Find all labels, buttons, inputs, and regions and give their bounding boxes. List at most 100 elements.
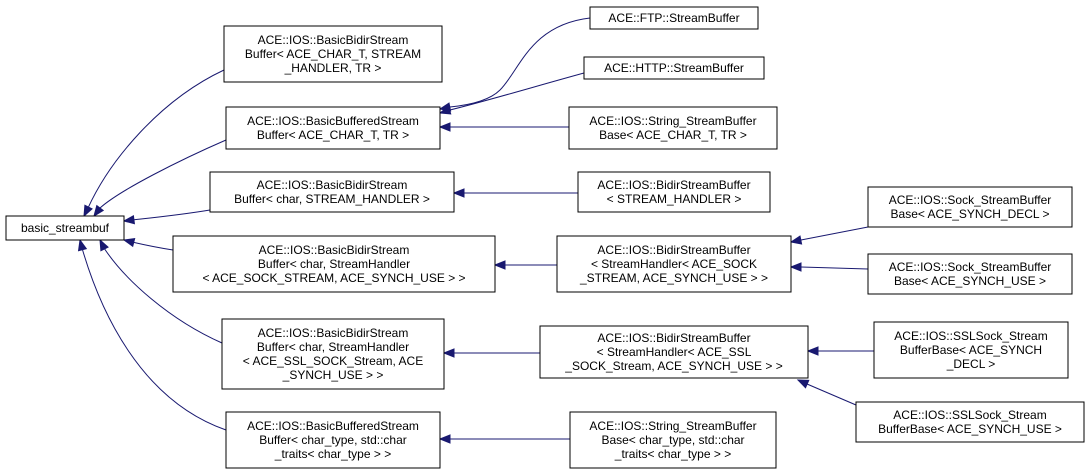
class-node-label: ACE::IOS::BasicBidirStream bbox=[258, 33, 409, 47]
edge-line bbox=[449, 17, 591, 108]
inheritance-edge-string_ace_char-to-buffered_ace_char bbox=[438, 122, 569, 132]
class-node-label: Buffer< char, StreamHandler bbox=[257, 340, 409, 354]
class-node-label: ACE::IOS::BasicBidirStream bbox=[258, 326, 409, 340]
edge-arrowhead bbox=[438, 434, 451, 444]
class-node-label: ACE::IOS::BidirStreamBuffer bbox=[597, 178, 750, 192]
class-node-label: ACE::IOS::BasicBidirStream bbox=[259, 243, 410, 257]
class-node-label: Base< ACE_SYNCH_DECL > bbox=[891, 207, 1050, 221]
inheritance-edge-bidir_char_stream_handler-to-basic_streambuf bbox=[122, 209, 211, 225]
class-node-label: ACE::FTP::StreamBuffer bbox=[608, 11, 739, 25]
edge-line bbox=[800, 266, 869, 270]
class-node-label: ACE::HTTP::StreamBuffer bbox=[604, 61, 744, 75]
class-node-bidir-ssl[interactable]: ACE::IOS::BidirStreamBuffer< StreamHandl… bbox=[539, 325, 809, 379]
class-node-label: Base< ACE_CHAR_T, TR > bbox=[599, 128, 747, 142]
class-node-label: Buffer< ACE_CHAR_T, STREAM bbox=[245, 47, 421, 61]
class-node-box bbox=[556, 235, 792, 293]
class-node-label: ACE::IOS::BasicBidirStream bbox=[257, 178, 408, 192]
edge-arrowhead bbox=[83, 204, 93, 218]
edge-arrowhead bbox=[796, 379, 810, 389]
inheritance-edge-ssl_use-to-bidir_ssl bbox=[796, 379, 857, 406]
class-node-basic-streambuf[interactable]: basic_streambuf bbox=[5, 215, 125, 241]
edge-line bbox=[449, 72, 585, 111]
class-node-label: ACE::IOS::String_StreamBuffer bbox=[589, 419, 756, 433]
class-node-box bbox=[577, 171, 771, 213]
class-node-box bbox=[225, 106, 441, 150]
class-node-label: ACE::IOS::SSLSock_Stream bbox=[894, 329, 1047, 343]
edge-line bbox=[800, 226, 869, 241]
edge-line bbox=[131, 209, 211, 221]
class-node-label: Buffer< ACE_CHAR_T, TR > bbox=[257, 128, 409, 142]
edge-arrowhead bbox=[493, 260, 506, 270]
class-node-box bbox=[867, 186, 1073, 228]
class-node-box bbox=[5, 215, 125, 241]
class-node-label: _STREAM, ACE_SYNCH_USE > > bbox=[579, 271, 768, 285]
inheritance-edge-string_char_type-to-buffered_char_type bbox=[438, 434, 570, 444]
class-node-ftp-stream[interactable]: ACE::FTP::StreamBuffer bbox=[589, 6, 759, 30]
inheritance-edge-bidir_ssl-to-bidir_char_ssl bbox=[442, 348, 540, 358]
class-node-box bbox=[855, 401, 1085, 443]
inheritance-edge-bidir_ace_char_stream-to-basic_streambuf bbox=[83, 69, 225, 218]
edge-line bbox=[99, 139, 227, 209]
class-node-http-stream[interactable]: ACE::HTTP::StreamBuffer bbox=[583, 56, 765, 80]
edge-line bbox=[131, 241, 174, 251]
edge-arrowhead bbox=[122, 237, 136, 248]
class-node-box bbox=[569, 411, 777, 469]
class-node-box bbox=[589, 6, 759, 30]
class-node-box bbox=[867, 253, 1073, 295]
inheritance-edge-bidir_stream_handler-to-bidir_char_stream_handler bbox=[452, 188, 578, 198]
edge-line bbox=[87, 69, 225, 209]
class-node-label: ACE::IOS::BasicBufferedStream bbox=[247, 114, 419, 128]
edge-arrowhead bbox=[806, 346, 819, 356]
class-node-bidir-stream-handler[interactable]: ACE::IOS::BidirStreamBuffer< STREAM_HAND… bbox=[577, 171, 771, 213]
inheritance-edge-sock_use-to-bidir_sock bbox=[789, 262, 869, 272]
edge-arrowhead bbox=[122, 214, 136, 225]
inheritance-edge-buffered_char_type-to-basic_streambuf bbox=[77, 238, 227, 431]
class-node-box bbox=[172, 235, 496, 293]
edge-arrowhead bbox=[99, 238, 109, 252]
edge-arrowhead bbox=[93, 204, 105, 218]
edge-arrowhead bbox=[438, 105, 452, 115]
edge-line bbox=[806, 383, 857, 406]
class-node-label: Buffer< char_type, std::char bbox=[259, 433, 407, 447]
class-node-bidir-sock[interactable]: ACE::IOS::BidirStreamBuffer< StreamHandl… bbox=[556, 235, 792, 293]
class-node-label: basic_streambuf bbox=[21, 221, 110, 235]
class-node-label: < ACE_SOCK_STREAM, ACE_SYNCH_USE > > bbox=[202, 271, 465, 285]
edges bbox=[77, 17, 874, 444]
class-node-label: _traits< char_type > > bbox=[614, 447, 731, 461]
class-node-label: Buffer< char, StreamHandler bbox=[258, 257, 410, 271]
class-node-label: Base< ACE_SYNCH_USE > bbox=[894, 274, 1046, 288]
class-node-label: ACE::IOS::String_StreamBuffer bbox=[589, 114, 756, 128]
class-node-label: _HANDLER, TR > bbox=[284, 61, 382, 75]
class-node-label: _SOCK_Stream, ACE_SYNCH_USE > > bbox=[564, 359, 782, 373]
class-node-label: _DECL > bbox=[946, 357, 996, 371]
class-node-label: ACE::IOS::BasicBufferedStream bbox=[247, 419, 419, 433]
edge-arrowhead bbox=[452, 188, 465, 198]
inheritance-edge-http_stream-to-buffered_ace_char bbox=[438, 72, 585, 115]
inheritance-edge-sock_decl-to-bidir_sock bbox=[789, 226, 869, 245]
edge-arrowhead bbox=[442, 348, 455, 358]
class-node-label: Buffer< char, STREAM_HANDLER > bbox=[234, 192, 430, 206]
class-node-box bbox=[223, 25, 443, 83]
edge-line bbox=[103, 247, 223, 344]
class-node-box bbox=[225, 411, 441, 469]
inheritance-edge-bidir_char_ssl-to-basic_streambuf bbox=[99, 238, 223, 344]
class-node-label: _traits< char_type > > bbox=[274, 447, 391, 461]
class-node-label: ACE::IOS::BidirStreamBuffer bbox=[597, 331, 750, 345]
class-node-box bbox=[221, 318, 445, 390]
inheritance-edge-ssl_decl-to-bidir_ssl bbox=[806, 346, 874, 356]
class-node-label: < ACE_SSL_SOCK_Stream, ACE bbox=[243, 354, 423, 368]
edge-arrowhead bbox=[438, 122, 451, 132]
